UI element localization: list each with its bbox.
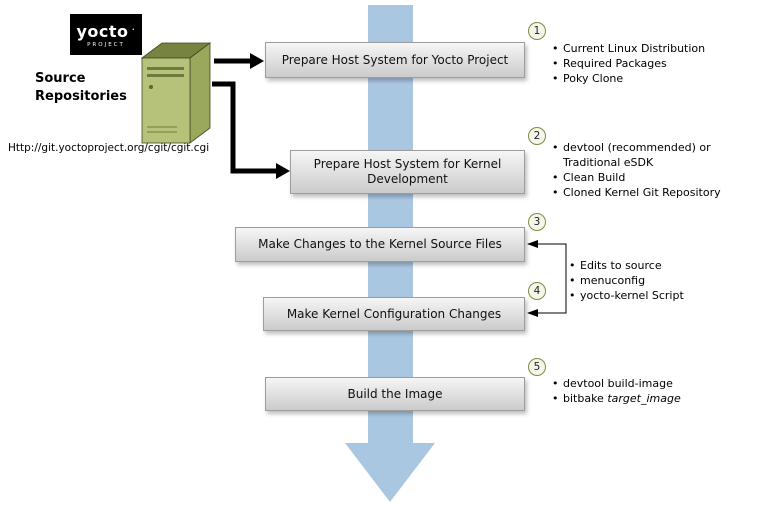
step-box-make-source-changes: Make Changes to the Kernel Source Files — [235, 227, 525, 262]
server-drive-slot — [147, 67, 184, 70]
bullet-list-step2: devtool (recommended) or Traditional eSD… — [550, 140, 760, 200]
bullet-list-step5: devtool build-image bitbake target_image — [550, 376, 765, 406]
arrow-to-step2-head — [276, 163, 290, 179]
arrow-to-step1-head — [250, 53, 264, 69]
bullet-text-italic: target_image — [607, 392, 681, 405]
step-number-1: 1 — [528, 22, 546, 40]
server-drive-slot — [147, 74, 184, 77]
step-box-prepare-host-kernel: Prepare Host System for Kernel Developme… — [290, 150, 525, 194]
arrow-to-step2 — [212, 81, 276, 174]
bullet-item: bitbake target_image — [550, 391, 765, 406]
step-box-build-image: Build the Image — [265, 377, 525, 411]
bracket-steps-3-4 — [528, 243, 567, 314]
step-box-prepare-host-yocto: Prepare Host System for Yocto Project — [265, 42, 525, 78]
bullet-item: Current Linux Distribution — [550, 41, 765, 56]
step-number-5: 5 — [528, 358, 546, 376]
step-number-3: 3 — [528, 213, 546, 231]
step-number-2: 2 — [528, 127, 546, 145]
bullet-list-step1: Current Linux Distribution Required Pack… — [550, 41, 765, 86]
bullet-item: devtool (recommended) or Traditional eSD… — [550, 140, 760, 170]
bullet-item: Clean Build — [550, 170, 760, 185]
bullet-item: Cloned Kernel Git Repository — [550, 185, 760, 200]
server-power-button — [149, 85, 153, 89]
yocto-logo: yocto· PROJECT — [70, 14, 142, 55]
yocto-logo-text: yocto — [76, 21, 129, 41]
bullet-item: Poky Clone — [550, 71, 765, 86]
repo-url: Http://git.yoctoproject.org/cgit/cgit.cg… — [8, 142, 210, 154]
server-icon — [140, 42, 212, 144]
server-vent — [147, 131, 177, 133]
bullet-item: Required Packages — [550, 56, 765, 71]
bracket-arrow-step4 — [527, 309, 538, 317]
bullet-item: menuconfig — [567, 273, 757, 288]
server-front-face — [141, 57, 191, 144]
step-box-make-config-changes: Make Kernel Configuration Changes — [263, 297, 525, 331]
server-side-face — [189, 42, 211, 144]
step-number-4: 4 — [528, 282, 546, 300]
yocto-logo-dot: · — [131, 22, 136, 36]
bullet-text: bitbake — [563, 392, 608, 405]
bullet-item: devtool build-image — [550, 376, 765, 391]
bullet-item: Edits to source — [567, 258, 757, 273]
bullet-text: devtool build-image — [563, 377, 673, 390]
server-vent — [147, 126, 177, 128]
yocto-logo-subtext: PROJECT — [87, 41, 125, 48]
bracket-arrow-step3 — [527, 240, 538, 248]
yocto-logo-wordmark: yocto· — [76, 22, 135, 40]
source-repositories-label: Source Repositories — [35, 71, 127, 104]
bullet-list-steps3-4: Edits to source menuconfig yocto-kernel … — [567, 258, 757, 303]
bullet-item: yocto-kernel Script — [567, 288, 757, 303]
